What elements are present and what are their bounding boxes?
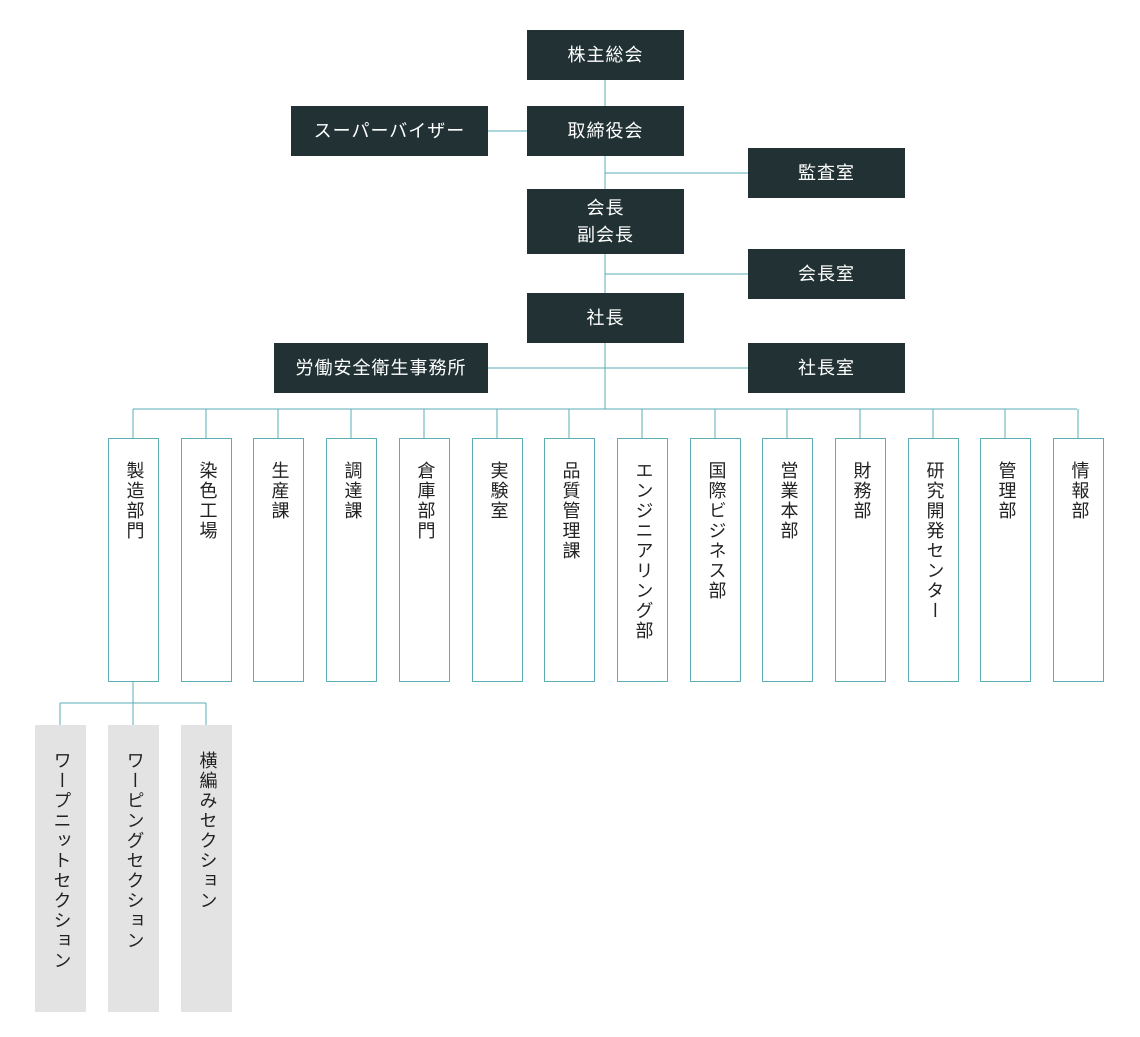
department-label: 調達課: [341, 461, 363, 521]
department-label: 財務部: [850, 461, 872, 521]
department-label: 管理部: [995, 461, 1017, 521]
department-box: エンジニアリング部: [617, 438, 668, 682]
box-board: 取締役会: [527, 106, 684, 156]
section-box: ワープニットセクション: [35, 725, 86, 1012]
department-label: 研究開発センター: [923, 461, 945, 621]
department-label: 実験室: [487, 461, 509, 521]
department-label: 染色工場: [196, 461, 218, 541]
box-shareholders: 株主総会: [527, 30, 684, 80]
box-audit: 監査室: [748, 148, 905, 198]
department-box: 製造部門: [108, 438, 159, 682]
department-label: 生産課: [268, 461, 290, 521]
box-chairman: 会長 副会長: [527, 189, 684, 254]
section-box: ワーピングセクション: [108, 725, 159, 1012]
department-box: 実験室: [472, 438, 523, 682]
box-safety-office: 労働安全衛生事務所: [274, 343, 488, 393]
department-box: 営業本部: [762, 438, 813, 682]
department-label: 情報部: [1068, 461, 1090, 521]
department-box: 倉庫部門: [399, 438, 450, 682]
department-box: 品質管理課: [544, 438, 595, 682]
department-label: 営業本部: [777, 461, 799, 541]
department-box: 管理部: [980, 438, 1031, 682]
department-label: 品質管理課: [559, 461, 581, 561]
department-box: 国際ビジネス部: [690, 438, 741, 682]
box-supervisor: スーパーバイザー: [291, 106, 488, 156]
box-president-office: 社長室: [748, 343, 905, 393]
box-chairman-office: 会長室: [748, 249, 905, 299]
box-president: 社長: [527, 293, 684, 343]
department-label: エンジニアリング部: [632, 461, 654, 641]
section-label: ワーピングセクション: [123, 751, 145, 951]
department-box: 染色工場: [181, 438, 232, 682]
section-label: 横編みセクション: [196, 751, 218, 911]
department-box: 財務部: [835, 438, 886, 682]
section-label: ワープニットセクション: [50, 751, 72, 971]
section-box: 横編みセクション: [181, 725, 232, 1012]
department-box: 調達課: [326, 438, 377, 682]
department-label: 倉庫部門: [414, 461, 436, 541]
department-label: 国際ビジネス部: [705, 461, 727, 601]
department-box: 情報部: [1053, 438, 1104, 682]
department-box: 生産課: [253, 438, 304, 682]
department-label: 製造部門: [123, 461, 145, 541]
department-box: 研究開発センター: [908, 438, 959, 682]
